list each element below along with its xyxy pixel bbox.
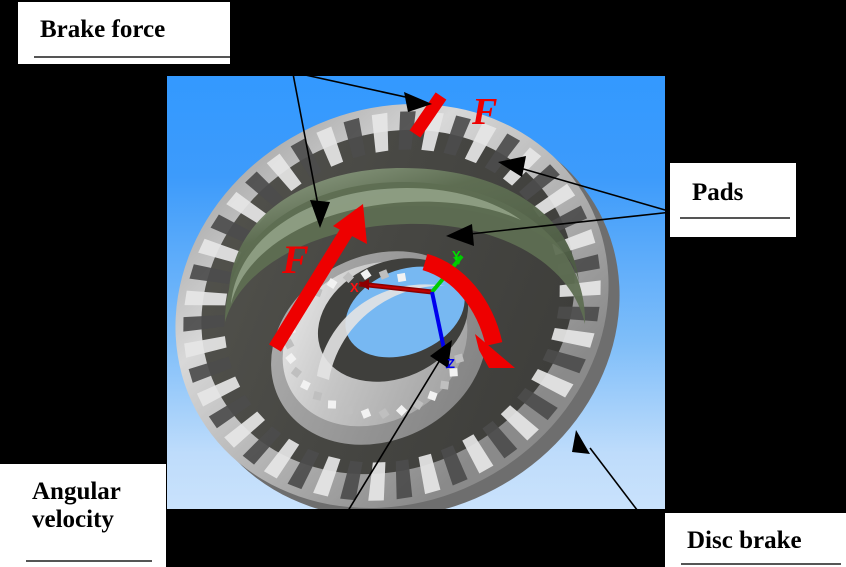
axis-label-y: Y [452, 248, 461, 263]
brake-disc-model [175, 92, 620, 519]
force-label-top: F [472, 91, 498, 133]
callout-brake-force-underline [34, 56, 230, 58]
callout-pads-underline [680, 217, 790, 219]
callout-angular-velocity-underline [26, 560, 152, 562]
callout-angular-velocity-text: Angular velocity [32, 478, 121, 533]
callout-pads[interactable]: Pads [670, 163, 796, 237]
axis-label-z: Z [447, 356, 455, 371]
axis-label-x: X [350, 280, 359, 295]
callout-brake-force-text: Brake force [40, 16, 166, 43]
3d-cad-viewport[interactable] [167, 76, 665, 536]
force-bar-upper [409, 92, 447, 138]
force-arrow-lower [269, 204, 367, 352]
callout-brake-force[interactable]: Brake force [18, 2, 230, 64]
callout-angular-velocity[interactable]: Angular velocity [0, 464, 166, 567]
force-label-left: F [282, 237, 309, 282]
callout-disc-brake[interactable]: Disc brake [665, 513, 846, 567]
angular-velocity-arrow [422, 253, 515, 368]
callout-disc-brake-text: Disc brake [687, 527, 802, 554]
callout-pads-text: Pads [692, 179, 744, 206]
viewport-footer-band [167, 509, 665, 536]
callout-disc-brake-underline [681, 563, 841, 565]
